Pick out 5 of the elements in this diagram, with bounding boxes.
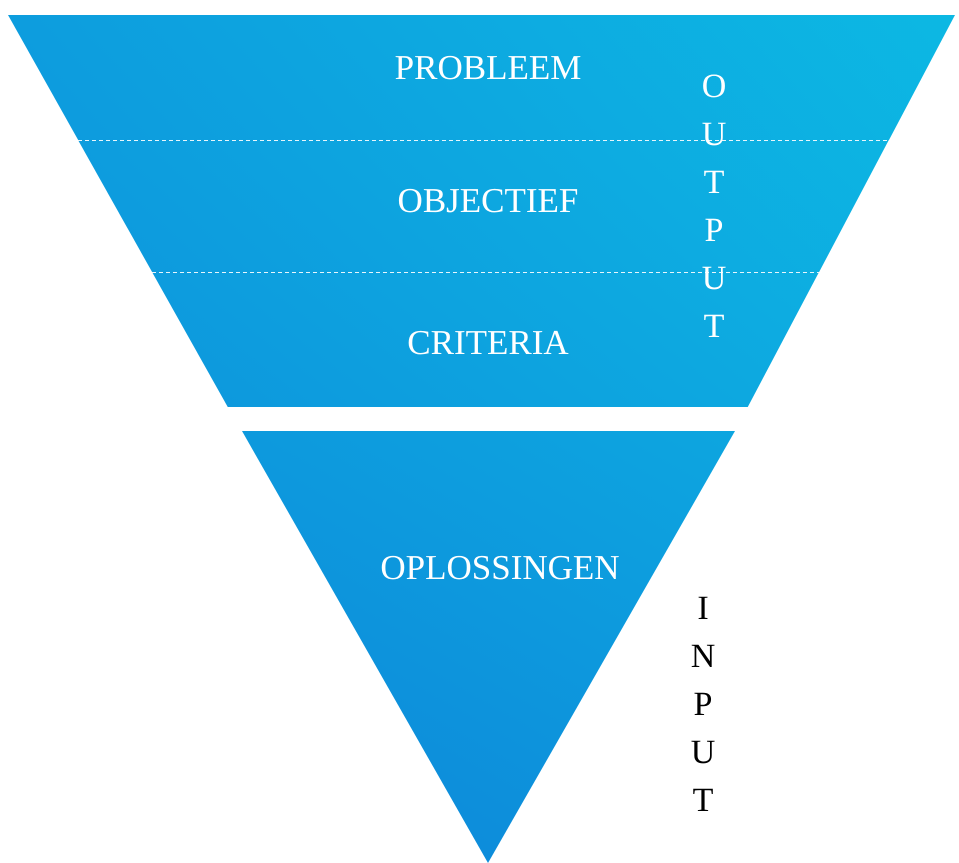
vertical-label: INPUT	[690, 589, 716, 821]
stage-label: PROBLEEM	[394, 50, 582, 85]
stage-label: OBJECTIEF	[398, 183, 578, 218]
stage-label: CRITERIA	[407, 325, 569, 360]
stage-label: OPLOSSINGEN	[380, 550, 620, 585]
